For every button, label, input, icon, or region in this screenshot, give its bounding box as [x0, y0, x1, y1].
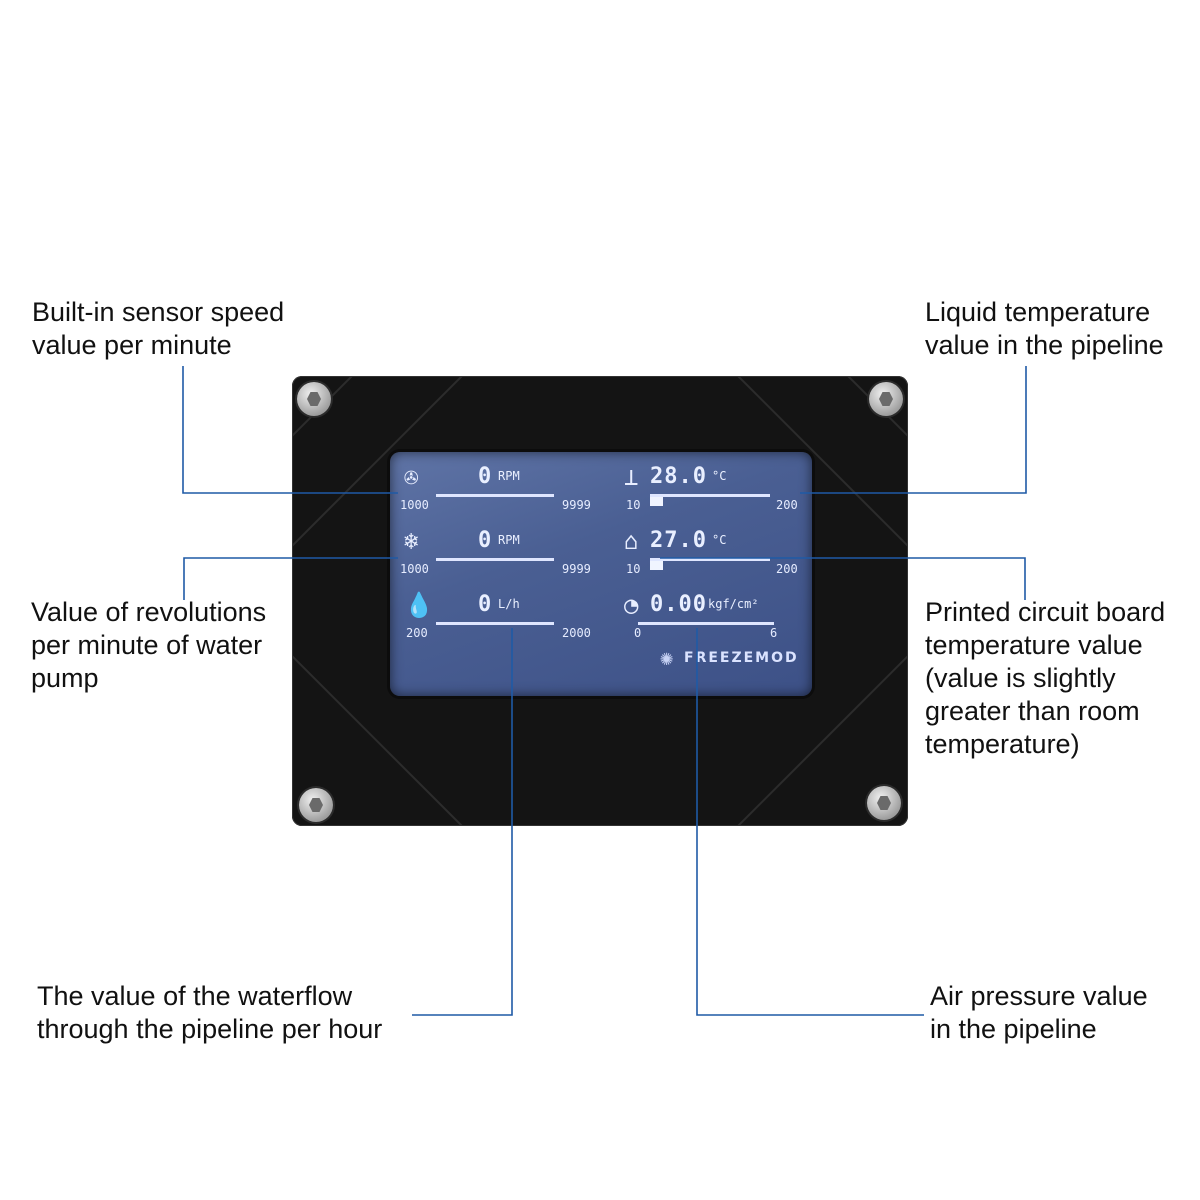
liquid-level-fill — [650, 497, 663, 506]
pressure-scale-max: 6 — [770, 626, 778, 640]
pcb-scale-min: 10 — [626, 562, 641, 576]
pcb-scale-max: 200 — [776, 562, 798, 576]
pump-speed-readout: ❄ 0 RPM 1000 9999 — [396, 522, 596, 588]
pressure-scale-bar — [638, 622, 774, 625]
screw-top-left — [297, 382, 331, 416]
air-pressure-readout: ◔ 0.00 kgf/cm² 0 6 — [616, 586, 812, 652]
lcd-screen: ✇ 0 RPM 1000 9999 ⊥ 28.0 °C 10 200 ❄ 0 R… — [390, 452, 812, 696]
fan-speed-value: 0 — [478, 464, 493, 489]
fan-speed-readout: ✇ 0 RPM 1000 9999 — [396, 458, 596, 524]
brand-logo: FREEZEMOD — [684, 650, 799, 666]
pcb-temperature-unit: °C — [712, 533, 727, 547]
waterflow-scale-bar — [436, 622, 554, 625]
annotation-sensor-speed: Built-in sensor speed value per minute — [32, 297, 285, 360]
annotation-pcb-temperature: Printed circuit board temperature value … — [925, 597, 1166, 759]
fan-scale-min: 1000 — [400, 498, 429, 512]
liquid-scale-min: 10 — [626, 498, 641, 512]
water-drop-icon: 💧 — [404, 591, 434, 619]
pump-scale-min: 1000 — [400, 562, 429, 576]
pcb-level-fill — [650, 561, 663, 570]
fan-icon: ✇ — [404, 463, 419, 491]
pressure-scale-min: 0 — [634, 626, 642, 640]
waterflow-scale-min: 200 — [406, 626, 428, 640]
annotation-waterflow: The value of the waterflow through the p… — [37, 981, 383, 1044]
pump-scale-bar — [436, 558, 554, 561]
liquid-temperature-unit: °C — [712, 469, 727, 483]
gauge-icon: ◔ — [624, 591, 639, 619]
screw-bottom-right — [867, 786, 901, 820]
liquid-temperature-readout: ⊥ 28.0 °C 10 200 — [616, 458, 812, 524]
pump-icon: ❄ — [404, 527, 419, 555]
fan-scale-bar — [436, 494, 554, 497]
liquid-temperature-value: 28.0 — [650, 464, 707, 489]
waterflow-value: 0 — [478, 592, 493, 617]
air-pressure-value: 0.00 — [650, 592, 707, 617]
screw-top-right — [869, 382, 903, 416]
pump-scale-max: 9999 — [562, 562, 591, 576]
waterflow-readout: 💧 0 L/h 200 2000 — [396, 586, 596, 652]
fan-scale-max: 9999 — [562, 498, 591, 512]
pcb-temperature-value: 27.0 — [650, 528, 707, 553]
pump-speed-unit: RPM — [498, 533, 520, 547]
thermometer-liquid-icon: ⊥ — [624, 463, 639, 491]
liquid-scale-max: 200 — [776, 498, 798, 512]
annotation-air-pressure: Air pressure value in the pipeline — [930, 981, 1148, 1044]
fan-speed-unit: RPM — [498, 469, 520, 483]
pcb-temperature-readout: ⌂ 27.0 °C 10 200 — [616, 522, 812, 588]
brand-logo-icon: ✺ — [660, 646, 674, 671]
pcb-scale-bar — [650, 558, 770, 561]
house-thermometer-icon: ⌂ — [624, 527, 639, 555]
pump-speed-value: 0 — [478, 528, 493, 553]
screw-bottom-left — [299, 788, 333, 822]
liquid-scale-bar — [650, 494, 770, 497]
annotation-pump-rpm: Value of revolutions per minute of water… — [31, 597, 267, 693]
waterflow-unit: L/h — [498, 597, 520, 611]
waterflow-scale-max: 2000 — [562, 626, 591, 640]
annotation-liquid-temperature: Liquid temperature value in the pipeline — [925, 297, 1164, 360]
air-pressure-unit: kgf/cm² — [708, 597, 759, 611]
